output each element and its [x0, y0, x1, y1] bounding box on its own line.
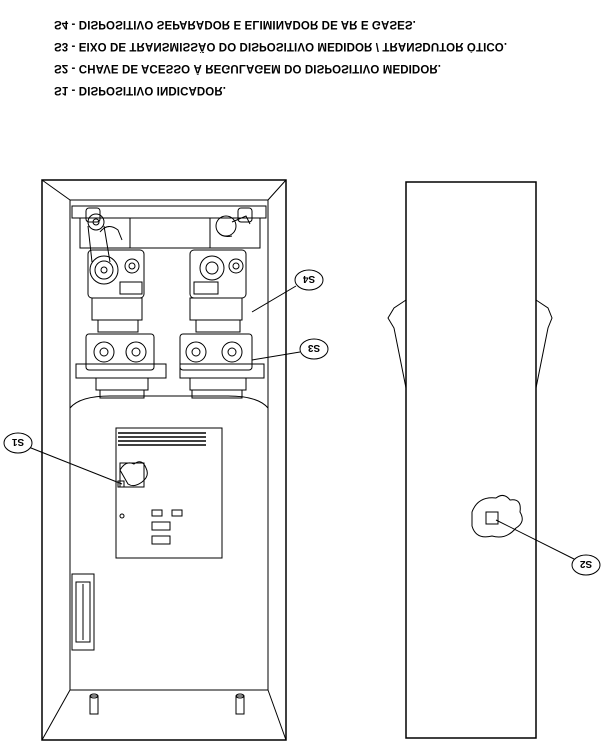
deck-curve: [69, 395, 269, 409]
front-cabinet-outer: [41, 179, 287, 741]
side-bracket-left: [387, 299, 407, 389]
callout-s3-label: S3: [307, 342, 320, 353]
panel-slot-3: [151, 521, 171, 531]
side-cabinet: [405, 181, 537, 739]
electronics-panel: [115, 427, 223, 559]
panel-slot-2: [171, 509, 183, 517]
callout-s1: [3, 432, 123, 485]
top-frame: [71, 205, 267, 249]
indicator-cutout: [119, 461, 148, 487]
callout-s4-label: S4: [302, 273, 315, 284]
cabinet-feet: [89, 693, 245, 715]
pulley-left: [87, 213, 123, 263]
regulation-key: [485, 511, 499, 525]
side-bracket-right: [535, 299, 553, 389]
front-view: [41, 179, 287, 741]
callout-s2-label: S2: [579, 558, 592, 569]
hose-holder: [71, 573, 95, 651]
side-access-cutout: [471, 494, 523, 538]
pump-right: [179, 333, 265, 399]
callout-s2: [495, 519, 601, 576]
pulley-right: [215, 215, 251, 237]
front-cabinet-bevel: [41, 179, 287, 741]
indicator-display: [117, 480, 125, 488]
key-hole: [119, 513, 125, 519]
panel-slot-4: [151, 535, 171, 545]
meter-right: [189, 249, 247, 333]
callout-s1-label: S1: [11, 436, 24, 447]
callout-s3: [251, 338, 329, 361]
pump-left: [75, 333, 167, 399]
callout-s4: [251, 269, 324, 313]
meter-left: [87, 249, 145, 333]
front-cabinet-inner: [69, 199, 269, 691]
panel-slot-1: [151, 509, 163, 517]
side-view: [387, 181, 553, 739]
